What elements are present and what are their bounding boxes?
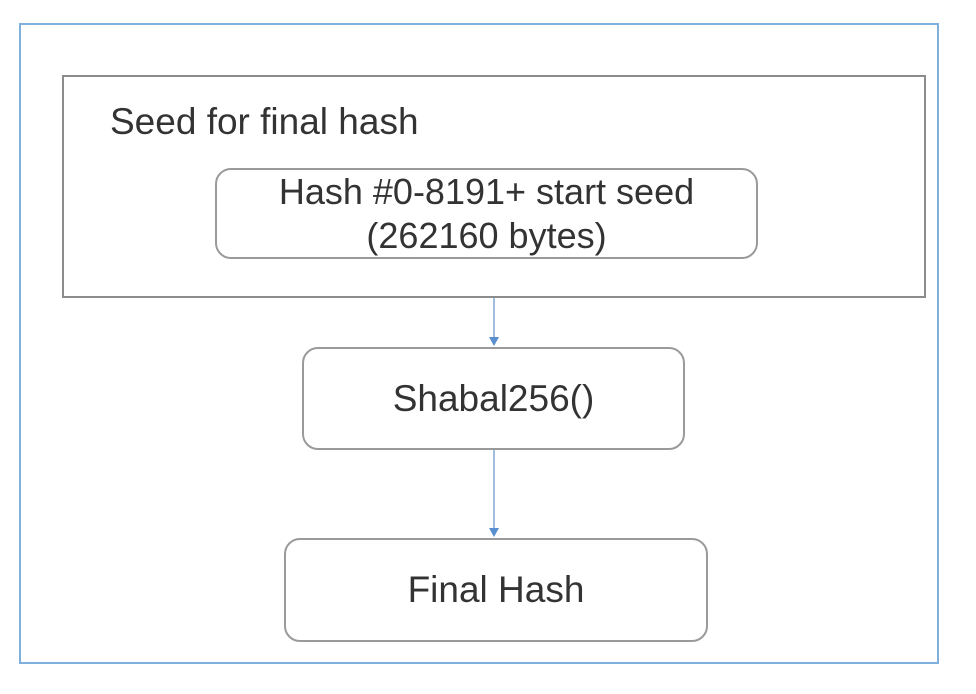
hash-input-line2: (262160 bytes) <box>366 215 607 256</box>
shabal256-node: Shabal256() <box>302 347 685 450</box>
final-hash-node: Final Hash <box>284 538 708 642</box>
final-hash-label: Final Hash <box>407 569 585 610</box>
shabal256-label: Shabal256() <box>392 377 595 419</box>
diagram-frame <box>19 23 939 664</box>
seed-group-label: Seed for final hash <box>110 101 419 142</box>
seed-group-box <box>62 75 926 298</box>
hash-input-line1: Hash #0-8191+ start seed <box>278 171 695 212</box>
hash-input-node: Hash #0-8191+ start seed (262160 bytes) <box>215 168 758 259</box>
